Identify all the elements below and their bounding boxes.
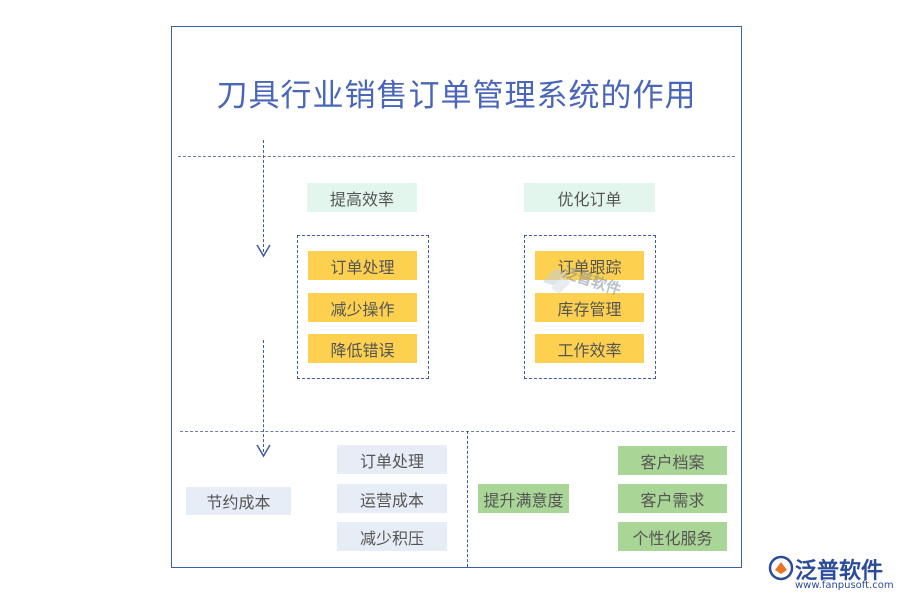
flow-arrow-1-line [263, 140, 264, 252]
item-operating-costs: 运营成本 [337, 484, 447, 513]
flow-arrow-2-line [263, 340, 264, 452]
item-personalized-service: 个性化服务 [618, 522, 727, 551]
item-order-processing: 订单处理 [308, 251, 417, 280]
middle-separator [180, 431, 735, 432]
group-improve-efficiency [297, 235, 429, 379]
item-reduce-backlog: 减少积压 [337, 522, 447, 551]
flow-arrow-1-head-icon [256, 244, 271, 258]
top-separator [178, 156, 735, 157]
label-improve-satisfaction: 提升满意度 [478, 484, 569, 513]
flow-arrow-2-head-icon [256, 444, 271, 458]
watermark-logo-icon [543, 268, 571, 294]
diagram-frame [171, 26, 742, 568]
item-reduce-errors: 降低错误 [308, 334, 417, 363]
item-inventory-management: 库存管理 [535, 293, 644, 322]
item-order-processing-2: 订单处理 [337, 445, 447, 474]
item-reduce-operations: 减少操作 [308, 293, 417, 322]
fanpu-logo-icon [768, 555, 794, 581]
item-work-efficiency: 工作效率 [535, 334, 644, 363]
group-optimize-orders [524, 235, 656, 379]
logo-url: www.fanpusoft.com [795, 580, 894, 591]
diagram-title: 刀具行业销售订单管理系统的作用 [216, 78, 697, 114]
item-customer-files: 客户档案 [618, 446, 727, 475]
section2-divider [467, 431, 468, 567]
label-save-costs: 节约成本 [186, 487, 291, 515]
header-improve-efficiency: 提高效率 [307, 183, 417, 212]
header-optimize-orders: 优化订单 [524, 183, 655, 212]
logo-brand: 泛普软件 [795, 559, 884, 584]
item-customer-needs: 客户需求 [618, 484, 727, 513]
